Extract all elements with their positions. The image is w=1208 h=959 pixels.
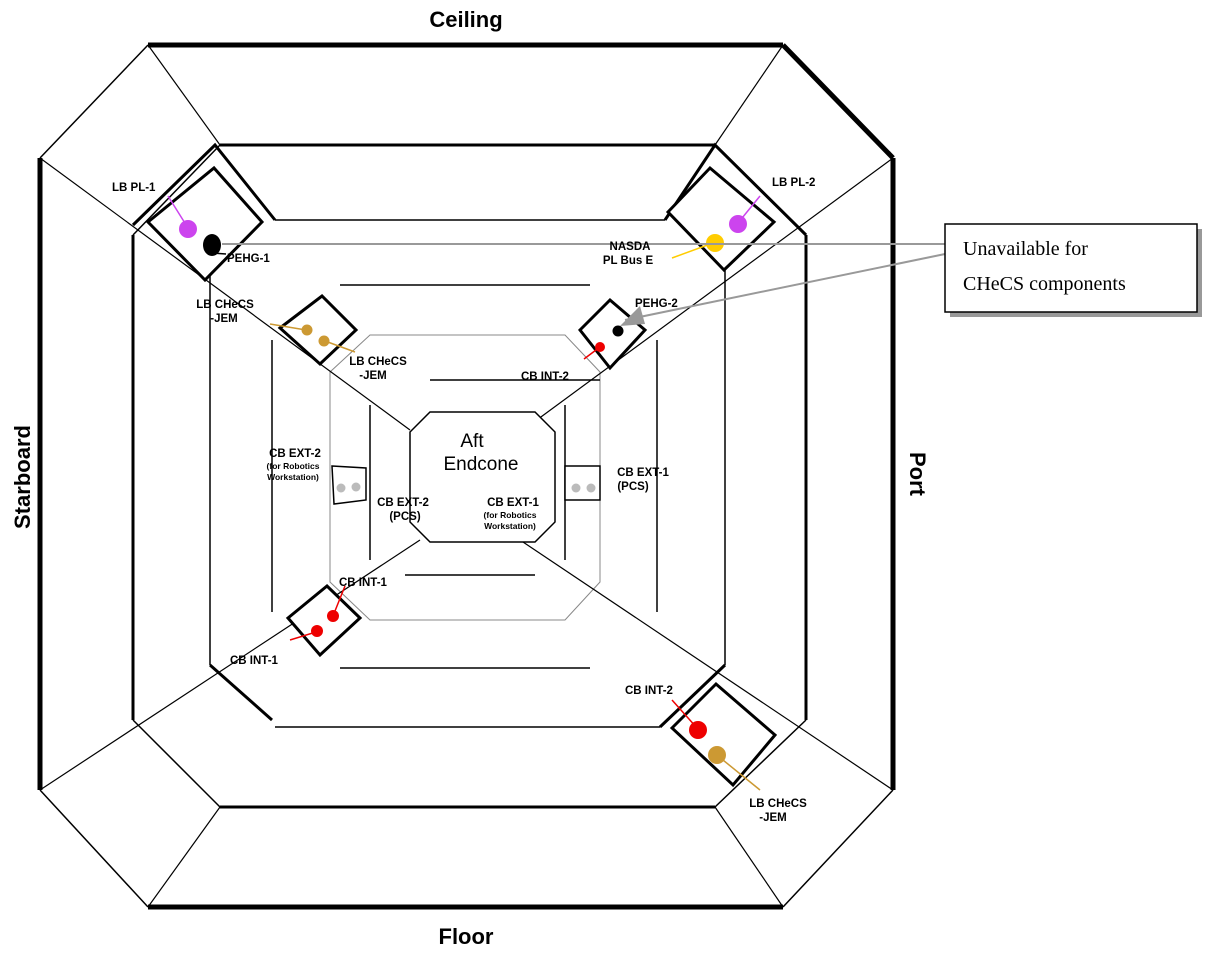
diagonal-lr	[519, 539, 894, 791]
label-lb-pl-1: LB PL-1	[112, 182, 156, 194]
callout-box: Unavailable for CHeCS components	[944, 223, 1202, 317]
label-cb-ext-2-pcs-2: (PCS)	[389, 511, 420, 523]
label-lb-checs-jem-ul-2: -JEM	[210, 313, 237, 325]
rack-lb-pl-2	[665, 165, 777, 273]
dot-pehg-2	[612, 325, 624, 337]
label-nasda-2: PL Bus E	[603, 255, 654, 267]
diagonal-bottom-right	[714, 806, 784, 908]
label-cb-int-2-upper: CB INT-2	[521, 371, 569, 383]
label-lb-checs-jem-center-1: LB CHeCS	[349, 356, 407, 368]
label-cb-int-1-a: CB INT-1	[339, 577, 388, 589]
box-cb-ext-2	[331, 465, 367, 505]
callout-line-1: Unavailable for	[963, 238, 1088, 260]
label-lb-checs-jem-ul-1: LB CHeCS	[196, 299, 254, 311]
inner-thin-octagon	[329, 334, 601, 621]
component-dots	[179, 215, 747, 764]
aft-endcone-octagon	[409, 411, 556, 543]
outer-corner-ll	[39, 789, 149, 908]
diagonal-top-left	[147, 44, 221, 146]
label-cb-ext-1-rob-3: Workstation)	[484, 521, 536, 531]
label-cb-ext-1-rob-2: (for Robotics	[484, 510, 537, 520]
label-cb-ext-1-rob-1: CB EXT-1	[487, 497, 539, 509]
aft-endcone: Aft Endcone	[409, 411, 556, 543]
diagonal-ul	[39, 157, 411, 431]
ceiling-label: Ceiling	[429, 7, 502, 32]
bracket-lr	[658, 663, 727, 729]
bracket-ur	[663, 142, 808, 237]
dot-lb-pl-2	[729, 215, 747, 233]
floor-label: Floor	[439, 924, 494, 949]
inner-thin-ring	[329, 334, 601, 621]
dot-cb-int-2-upper	[595, 342, 605, 352]
outer-corner-lr	[782, 789, 894, 908]
label-lb-checs-jem-center-2: -JEM	[359, 370, 386, 382]
dot-lb-pl-1	[179, 220, 197, 238]
callout-frame	[944, 223, 1198, 313]
rack-lb-checs-jem-lower	[669, 681, 778, 788]
label-cb-ext-2-rob-1: CB EXT-2	[269, 448, 321, 460]
label-cb-int-2-lower: CB INT-2	[625, 685, 673, 697]
label-pehg-1: PEHG-1	[227, 253, 270, 265]
dot-cb-ext-2-b	[351, 482, 361, 492]
label-lb-checs-jem-lr-2: -JEM	[759, 812, 786, 824]
dot-cb-int-1-a	[327, 610, 339, 622]
label-cb-int-1-b: CB INT-1	[230, 655, 279, 667]
component-labels: LB PL-1 LB PL-2 PEHG-1 PEHG-2 NASDA PL B…	[112, 177, 815, 824]
dot-cb-int-2-lower	[689, 721, 707, 739]
leader-checs-lr	[717, 755, 761, 791]
callout-leaders	[222, 243, 946, 321]
diagonal-ll	[39, 539, 421, 791]
leader-checs-ul	[269, 323, 307, 331]
dot-cb-int-1-b	[311, 625, 323, 637]
callout-leader-pehg-2	[624, 253, 946, 321]
label-nasda-1: NASDA	[610, 241, 651, 253]
rack-lb-pl-1	[145, 165, 265, 283]
outer-corner-ul	[39, 44, 149, 159]
port-label: Port	[905, 452, 930, 497]
dot-lb-checs-jem-upper	[301, 324, 313, 336]
aft-label: Aft	[460, 431, 484, 452]
label-cb-ext-2-rob-3: Workstation)	[267, 472, 319, 482]
rack-cb-int-2-upper	[577, 297, 648, 371]
dot-cb-ext-1-b	[586, 483, 596, 493]
dot-cb-ext-1-a	[571, 483, 581, 493]
leader-nasda	[671, 242, 714, 259]
leader-checs-center	[324, 340, 356, 353]
rack-cb-int-1	[285, 583, 363, 658]
label-lb-checs-jem-lr-1: LB CHeCS	[749, 798, 807, 810]
callout-arrowhead	[620, 306, 645, 326]
starboard-label: Starboard	[10, 425, 35, 529]
dot-lb-checs-jem-center	[318, 335, 330, 347]
dot-pehg-1	[203, 234, 221, 256]
bracket-ul	[131, 142, 277, 227]
label-pehg-2: PEHG-2	[635, 298, 678, 310]
third-ring	[209, 219, 726, 728]
label-cb-ext-1-pcs-2: (PCS)	[617, 481, 648, 493]
diagonal-top-right	[714, 44, 784, 146]
diagonal-bottom-left	[147, 806, 221, 908]
dot-lb-checs-jem-lower	[708, 746, 726, 764]
rack-lb-checs-jem-upper	[277, 294, 359, 367]
diagonal-ur	[529, 157, 894, 426]
dot-cb-ext-2-a	[336, 483, 346, 493]
label-lb-pl-2: LB PL-2	[772, 177, 815, 189]
radial-diagonals	[39, 44, 894, 908]
fourth-ring	[271, 284, 658, 669]
outer-frame	[37, 42, 896, 910]
ring2-corner-lr	[714, 719, 807, 808]
outer-corner-ur	[781, 43, 895, 160]
label-cb-ext-2-rob-2: (for Robotics	[267, 461, 320, 471]
endcone-label: Endcone	[443, 454, 518, 475]
ring2-corner-ll	[132, 719, 221, 808]
callout-line-2: CHeCS components	[963, 273, 1126, 295]
label-cb-ext-1-pcs-1: CB EXT-1	[617, 467, 669, 479]
corner-brackets	[131, 142, 808, 729]
box-cb-ext-1	[564, 465, 601, 501]
label-cb-ext-2-pcs-1: CB EXT-2	[377, 497, 429, 509]
ring2-corner-ul	[132, 144, 221, 236]
bracket-ll	[209, 663, 273, 722]
